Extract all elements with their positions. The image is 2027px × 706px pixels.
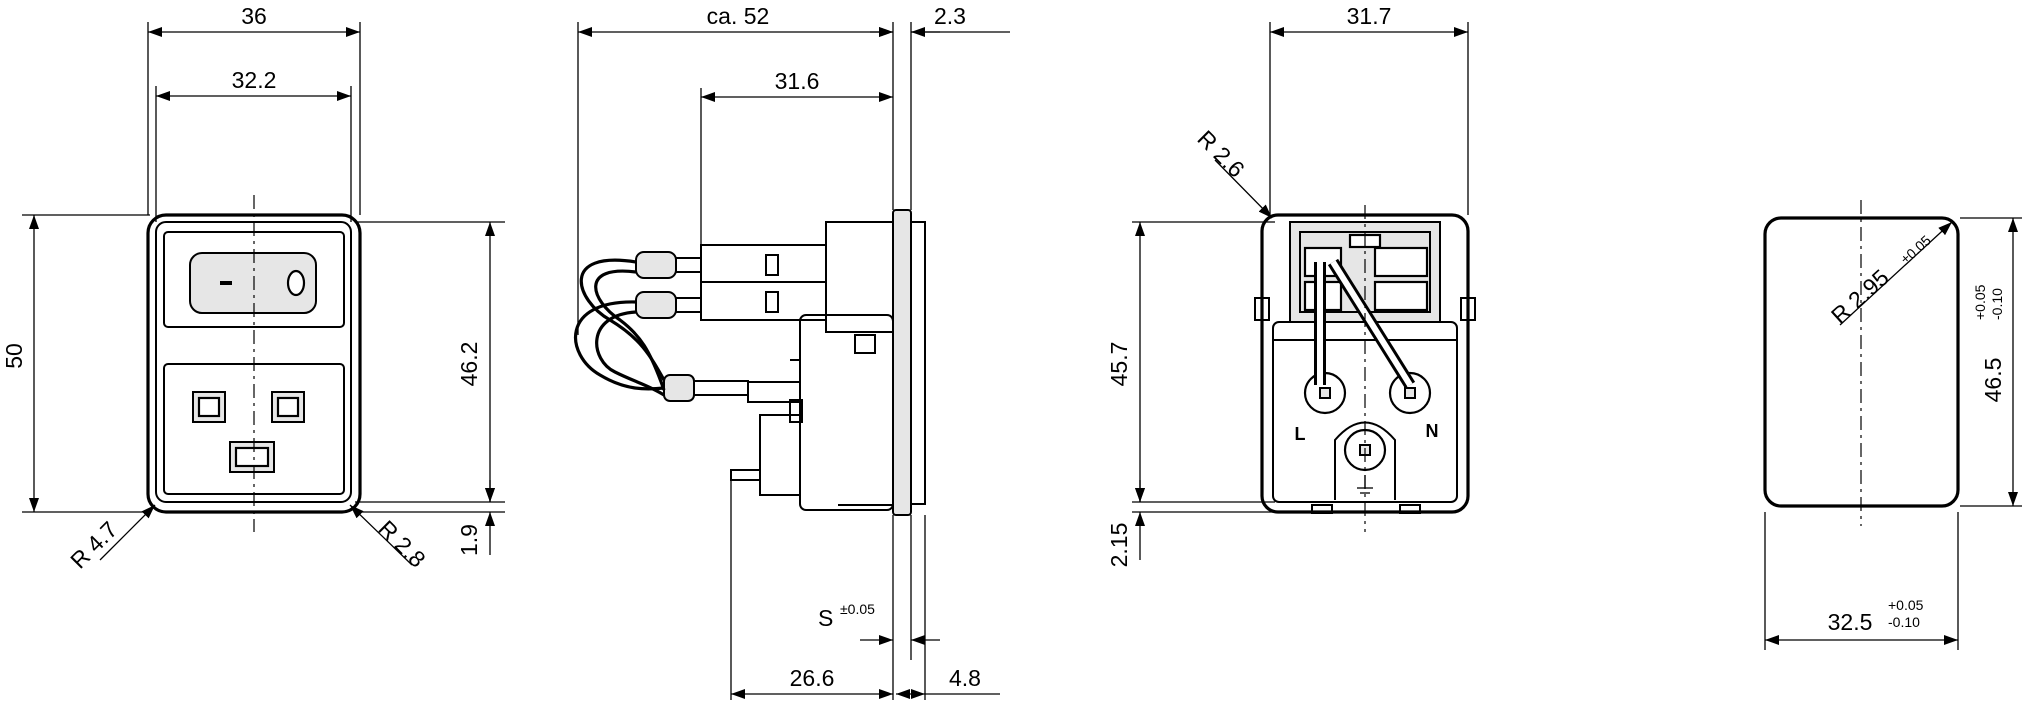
radius-cutout-tolerance: ±0.05 (1897, 232, 1934, 267)
dim-cutout-width-label: 32.5 (1828, 609, 1873, 635)
terminal-label-neutral: N (1426, 421, 1439, 441)
dim-depth-total-label: ca. 52 (707, 3, 770, 29)
dim-cutout-height-tol-plus: +0.05 (1972, 284, 1988, 320)
radius-rear-label: R 2.6 (1192, 125, 1249, 182)
dim-cutout-width-tol-minus: -0.10 (1888, 614, 1920, 630)
switch-off-mark (286, 269, 306, 297)
dim-width-inner-label: 32.2 (232, 67, 277, 93)
radius-inner-label: R 2.8 (373, 515, 430, 572)
cutout-view: 32.5 +0.05 -0.10 46.5 +0.05 -0.10 R 2.95… (1763, 200, 2022, 650)
dim-width-outer-label: 36 (241, 3, 267, 29)
dim-cutout-height-label: 46.5 (1980, 358, 2006, 403)
rear-view: 31.7 45.7 2.15 R 2.6 L N (1106, 3, 1476, 568)
side-socket-body (799, 314, 894, 511)
radius-outer-label: R 4.7 (65, 516, 122, 573)
side-flange (892, 209, 912, 516)
dim-body-depth-label: 26.6 (790, 665, 835, 691)
dim-rear-height-label: 45.7 (1106, 342, 1132, 387)
dim-flange-label: 1.9 (456, 524, 482, 556)
dim-height-outer-label: 50 (1, 343, 27, 369)
dim-cutout-height-tol-minus: -0.10 (1989, 288, 2005, 320)
front-view: 36 32.2 50 46.2 1.9 R 4.7 R 2.8 (1, 3, 505, 574)
dim-switch-depth-label: 31.6 (775, 68, 820, 94)
radius-cutout-label: R 2.95 (1826, 264, 1894, 329)
side-view: ca. 52 2.3 31.6 S ±0.05 26.6 4.8 (573, 3, 1010, 700)
dim-tab-offset-label: 4.8 (949, 665, 981, 691)
dim-rear-offset-label: 2.15 (1106, 523, 1132, 568)
rocker-switch (189, 252, 317, 314)
panel-thickness-tolerance: ±0.05 (840, 601, 875, 617)
dim-flange-thickness-label: 2.3 (934, 3, 966, 29)
dim-rear-width-label: 31.7 (1347, 3, 1392, 29)
dim-cutout-width-tol-plus: +0.05 (1888, 597, 1924, 613)
panel-thickness-symbol: S (818, 605, 833, 631)
dim-height-inner-label: 46.2 (456, 342, 482, 387)
terminal-label-line: L (1295, 424, 1306, 444)
